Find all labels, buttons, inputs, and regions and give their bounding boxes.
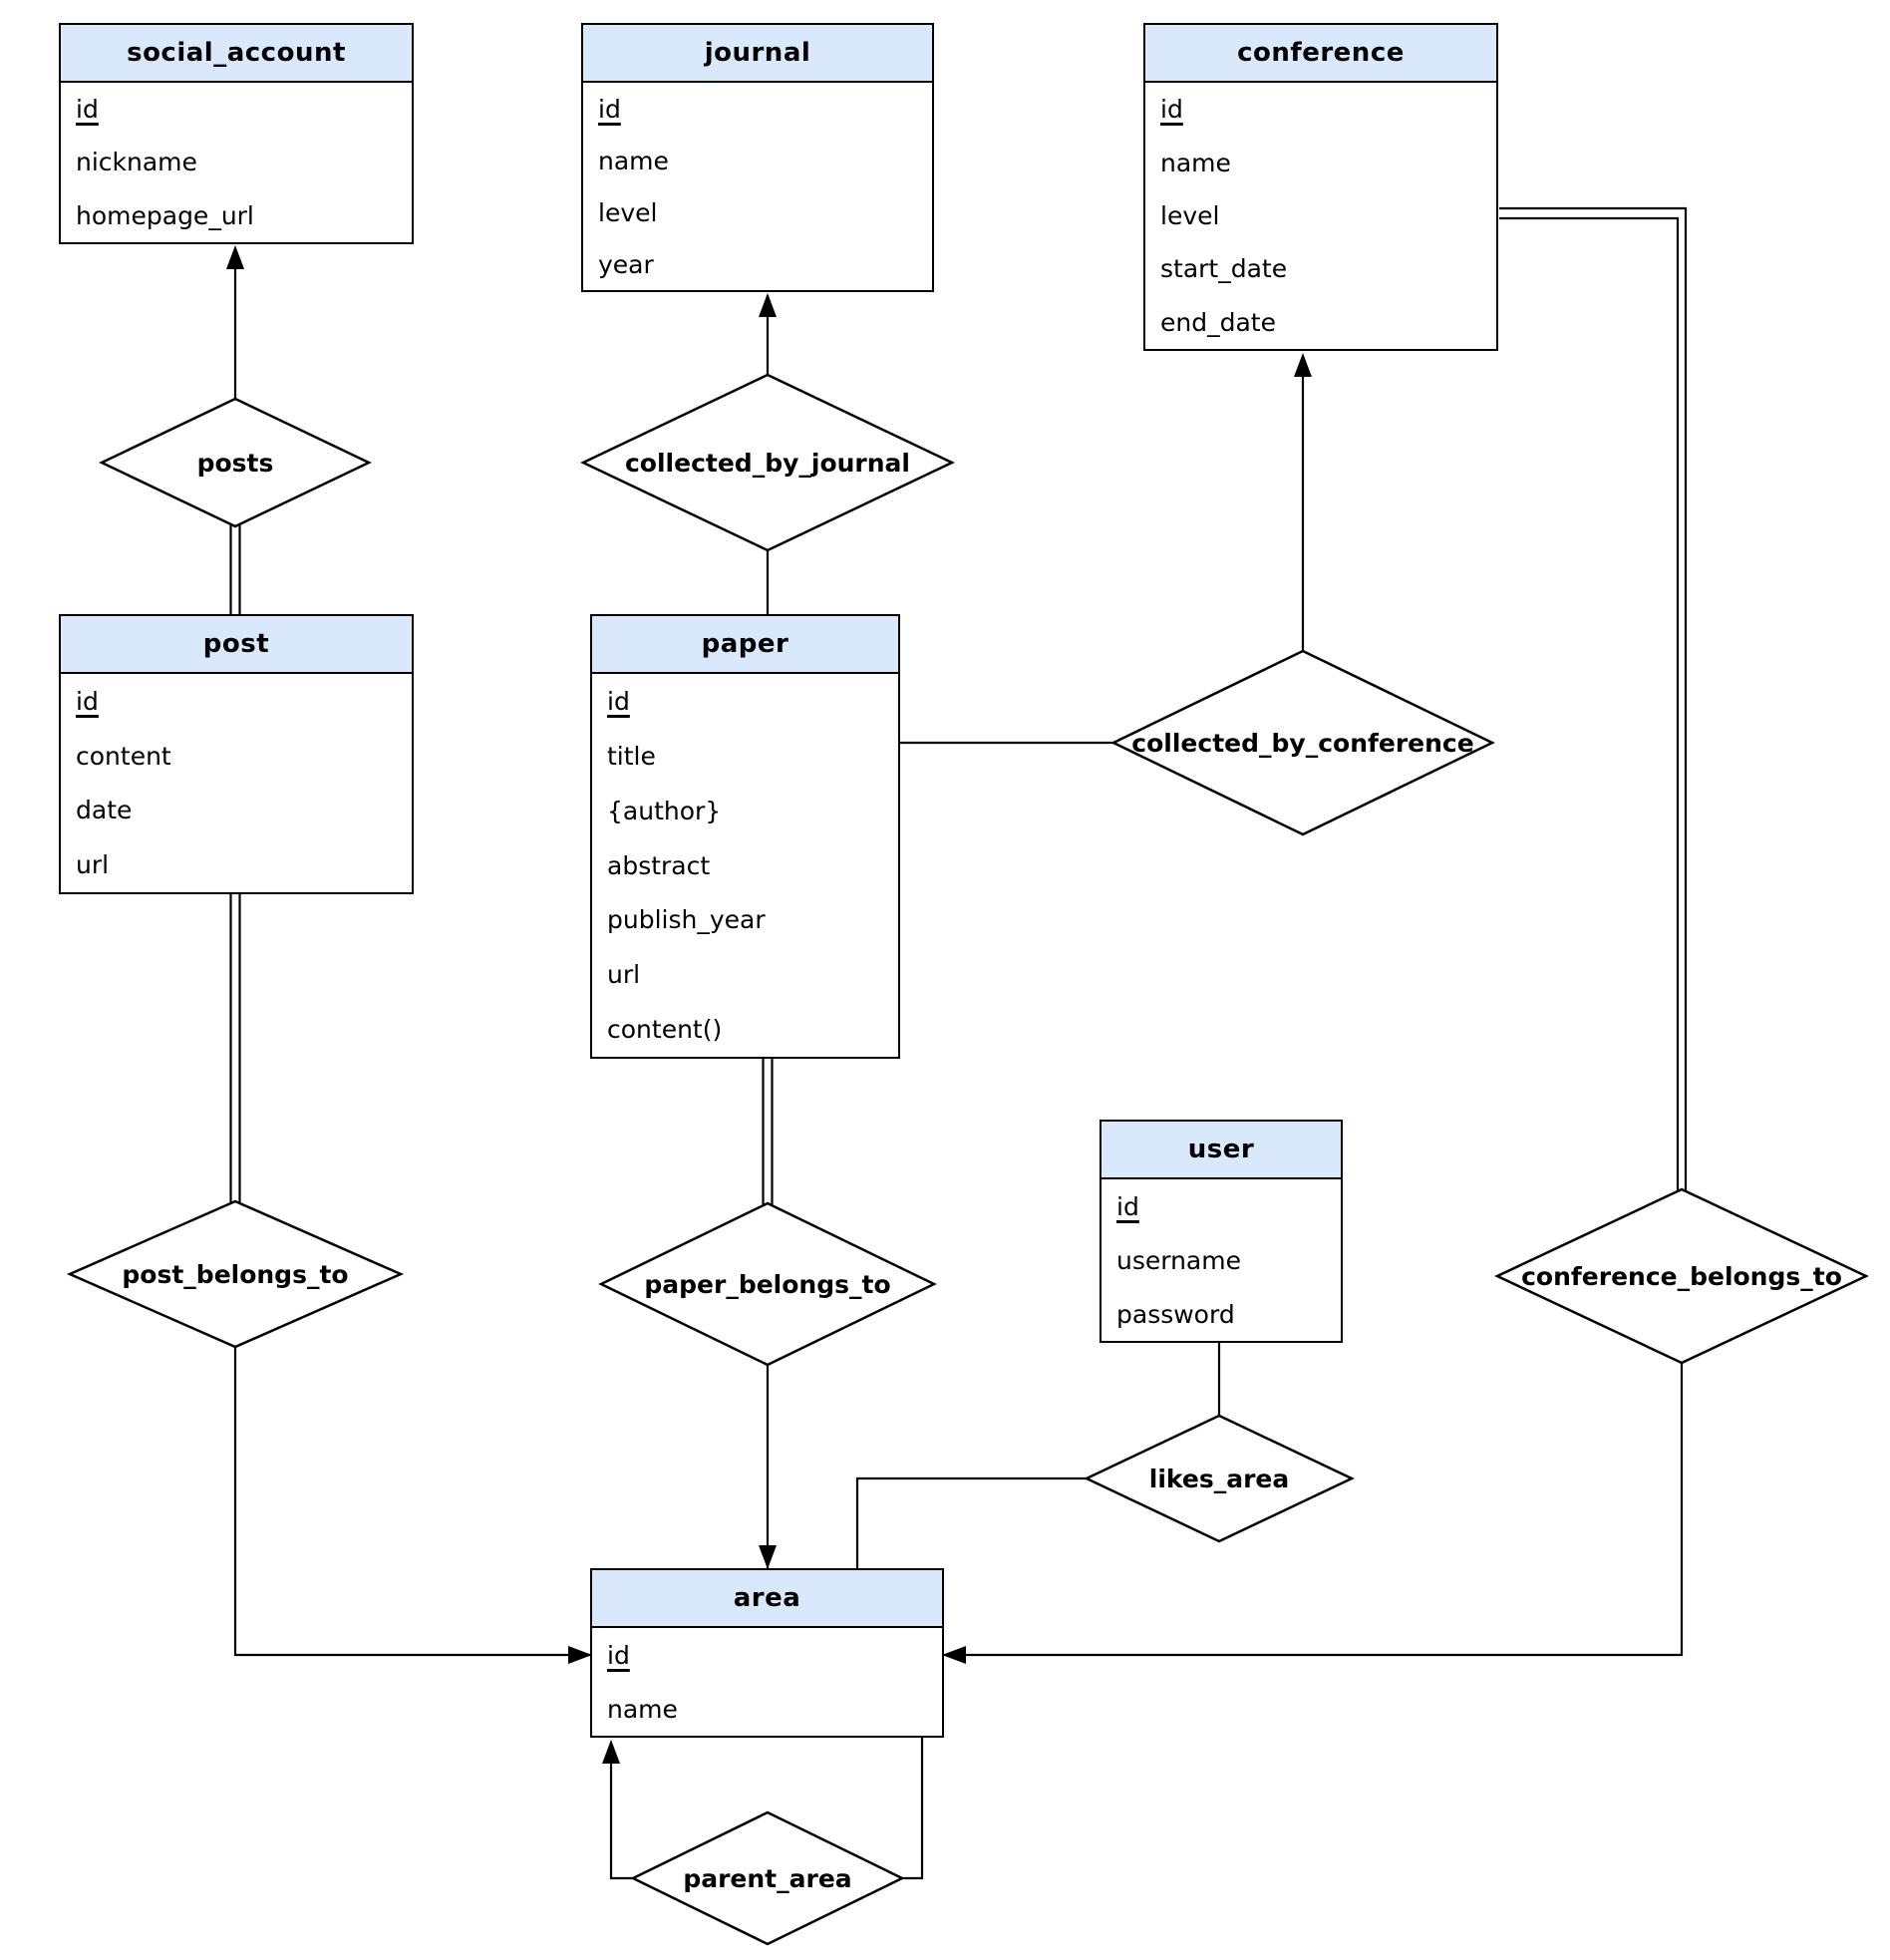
edge-parentarea-to-area-left <box>609 1743 635 1880</box>
entity-title-journal: journal <box>583 25 932 83</box>
entity-title-social-account: social_account <box>61 25 412 83</box>
edge-conference-to-confbelongs-double-2 <box>1499 216 1680 1192</box>
entity-title-conference: conference <box>1145 25 1496 83</box>
arrow-into-social-account <box>226 245 244 269</box>
attribute-id: id <box>1160 95 1183 125</box>
entity-social-account: social_account id nickname homepage_url <box>59 23 414 244</box>
attribute-abstract: abstract <box>607 850 711 880</box>
relationship-parent-area <box>630 1810 905 1946</box>
attribute-date: date <box>76 796 133 825</box>
entity-user: user id username password <box>1100 1120 1343 1343</box>
edge-confbelongs-to-area <box>946 1360 1684 1657</box>
attribute-publish-year: publish_year <box>607 905 766 935</box>
entity-title-user: user <box>1102 1122 1341 1179</box>
attribute-content-derived: content() <box>607 1015 723 1045</box>
relationship-collected-by-journal <box>580 373 955 552</box>
edge-area-to-parentarea-right <box>900 1736 924 1880</box>
attribute-level: level <box>598 197 658 227</box>
entity-conference: conference id name level start_date end_… <box>1143 23 1498 351</box>
edge-conference-to-confbelongs-double-1 <box>1499 206 1688 1192</box>
relationship-likes-area <box>1084 1414 1355 1543</box>
relationship-collected-by-conference <box>1110 649 1495 836</box>
entity-attributes-paper: id title {author} abstract publish_year … <box>592 674 898 1057</box>
relationship-post-belongs-to <box>66 1199 405 1349</box>
attribute-start-date: start_date <box>1160 254 1288 284</box>
entity-journal: journal id name level year <box>581 23 934 292</box>
attribute-level: level <box>1160 201 1220 231</box>
attribute-nickname: nickname <box>76 148 197 177</box>
attribute-end-date: end_date <box>1160 307 1276 337</box>
attribute-year: year <box>598 249 654 279</box>
entity-attributes-conference: id name level start_date end_date <box>1145 83 1496 349</box>
entity-title-area: area <box>592 1570 942 1628</box>
arrow-into-area-bottom <box>602 1740 620 1764</box>
arrow-into-area-top <box>759 1545 777 1569</box>
entity-title-paper: paper <box>592 616 898 674</box>
entity-paper: paper id title {author} abstract publish… <box>590 614 900 1059</box>
attribute-id: id <box>76 95 99 125</box>
attribute-author-set: {author} <box>607 796 722 825</box>
edge-likesarea-to-area <box>855 1476 1090 1571</box>
arrow-into-conference <box>1294 353 1312 377</box>
relationship-label-conference-belongs-to: conference_belongs_to <box>1521 1262 1842 1291</box>
entity-attributes-area: id name <box>592 1628 942 1736</box>
relationship-label-parent-area: parent_area <box>683 1864 851 1893</box>
relationship-label-likes-area: likes_area <box>1149 1465 1289 1493</box>
relationship-label-paper-belongs-to: paper_belongs_to <box>644 1270 890 1299</box>
relationship-paper-belongs-to <box>598 1201 937 1367</box>
attribute-title: title <box>607 741 656 771</box>
relationship-label-collected-by-conference: collected_by_conference <box>1131 729 1473 758</box>
entity-title-post: post <box>61 616 412 674</box>
attribute-id: id <box>607 686 630 716</box>
attribute-homepage-url: homepage_url <box>76 200 254 230</box>
arrow-into-journal <box>759 293 777 317</box>
entity-attributes-post: id content date url <box>61 674 412 892</box>
attribute-url: url <box>607 960 641 990</box>
entity-post: post id content date url <box>59 614 414 894</box>
edge-postbelongs-to-area <box>233 1345 592 1657</box>
attribute-name: name <box>607 1694 678 1724</box>
attribute-url: url <box>76 850 110 880</box>
relationship-posts <box>99 397 372 528</box>
entity-attributes-journal: id name level year <box>583 83 932 290</box>
relationship-conference-belongs-to <box>1494 1187 1869 1365</box>
entity-attributes-user: id username password <box>1102 1179 1341 1341</box>
relationship-label-posts: posts <box>197 449 274 478</box>
arrow-into-area-right <box>942 1646 966 1664</box>
attribute-name: name <box>1160 148 1231 177</box>
attribute-id: id <box>76 686 99 716</box>
entity-area: area id name <box>590 1568 944 1738</box>
relationship-label-post-belongs-to: post_belongs_to <box>122 1260 348 1289</box>
entity-attributes-social-account: id nickname homepage_url <box>61 83 412 242</box>
arrow-into-area-left <box>568 1646 592 1664</box>
attribute-password: password <box>1116 1299 1235 1329</box>
attribute-username: username <box>1116 1245 1241 1275</box>
attribute-id: id <box>607 1640 630 1670</box>
attribute-id: id <box>1116 1191 1139 1221</box>
attribute-name: name <box>598 146 669 175</box>
attribute-id: id <box>598 94 621 124</box>
attribute-content: content <box>76 741 171 771</box>
relationship-label-collected-by-journal: collected_by_journal <box>625 449 910 478</box>
